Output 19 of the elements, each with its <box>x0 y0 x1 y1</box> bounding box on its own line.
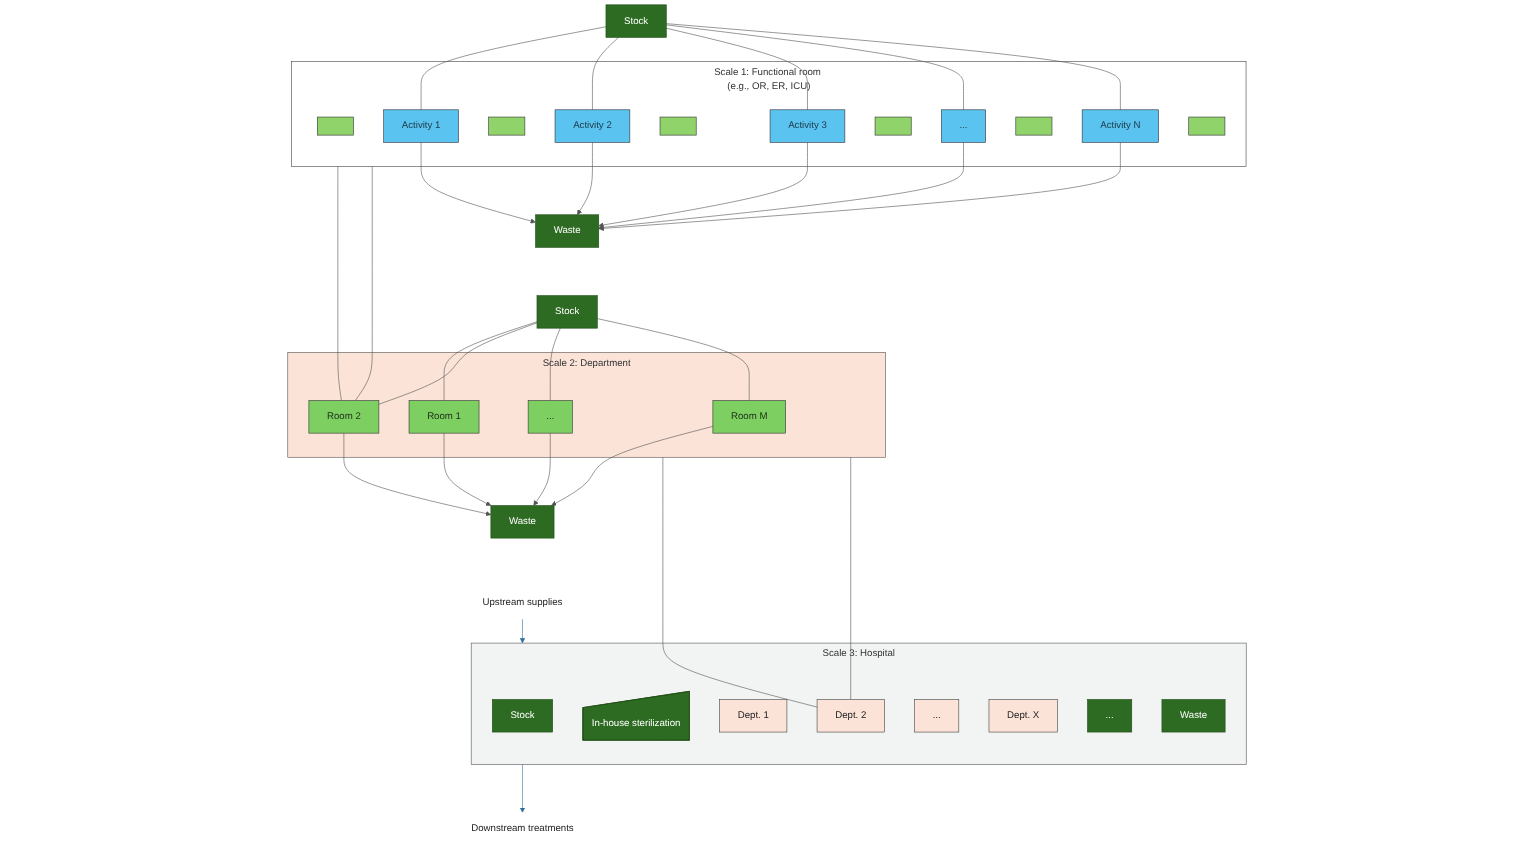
connector <box>666 27 808 111</box>
connector <box>378 322 538 405</box>
connector <box>420 26 607 111</box>
node-box <box>1015 116 1053 136</box>
node-box <box>488 116 526 136</box>
connector <box>549 327 561 401</box>
connector <box>592 37 619 111</box>
connector <box>355 166 373 401</box>
connector <box>666 24 964 111</box>
connector <box>850 456 852 700</box>
node-box <box>874 116 912 136</box>
connector <box>443 321 538 401</box>
connector <box>662 456 818 708</box>
node-box <box>1188 116 1226 136</box>
node-box <box>317 116 354 136</box>
connector <box>337 166 342 401</box>
node-box <box>659 116 697 136</box>
connector <box>597 318 750 401</box>
connector <box>666 23 1121 111</box>
